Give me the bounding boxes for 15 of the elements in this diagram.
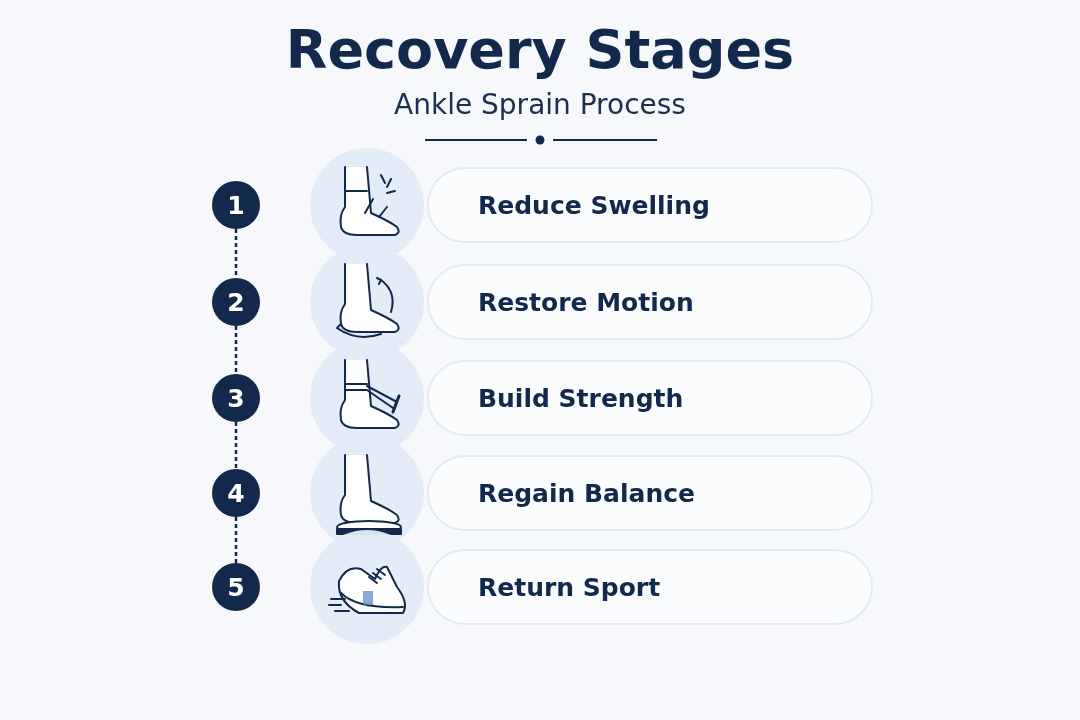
step-number-badge: 3 bbox=[212, 374, 260, 422]
dotted-connector bbox=[234, 422, 238, 469]
step-number-badge: 1 bbox=[212, 181, 260, 229]
step-number-badge: 5 bbox=[212, 563, 260, 611]
subtitle: Ankle Sprain Process bbox=[393, 88, 687, 121]
dotted-connector bbox=[234, 229, 238, 278]
stage-label: Regain Balance bbox=[478, 478, 695, 508]
stage-label: Return Sport bbox=[478, 572, 661, 602]
stage-label: Reduce Swelling bbox=[478, 190, 710, 220]
stage-label: Restore Motion bbox=[478, 287, 694, 317]
step-number-badge: 2 bbox=[212, 278, 260, 326]
stage-label: Build Strength bbox=[478, 383, 684, 413]
step-number-badge: 4 bbox=[212, 469, 260, 517]
title: Recovery Stages bbox=[284, 18, 796, 81]
dotted-connector bbox=[234, 517, 238, 563]
